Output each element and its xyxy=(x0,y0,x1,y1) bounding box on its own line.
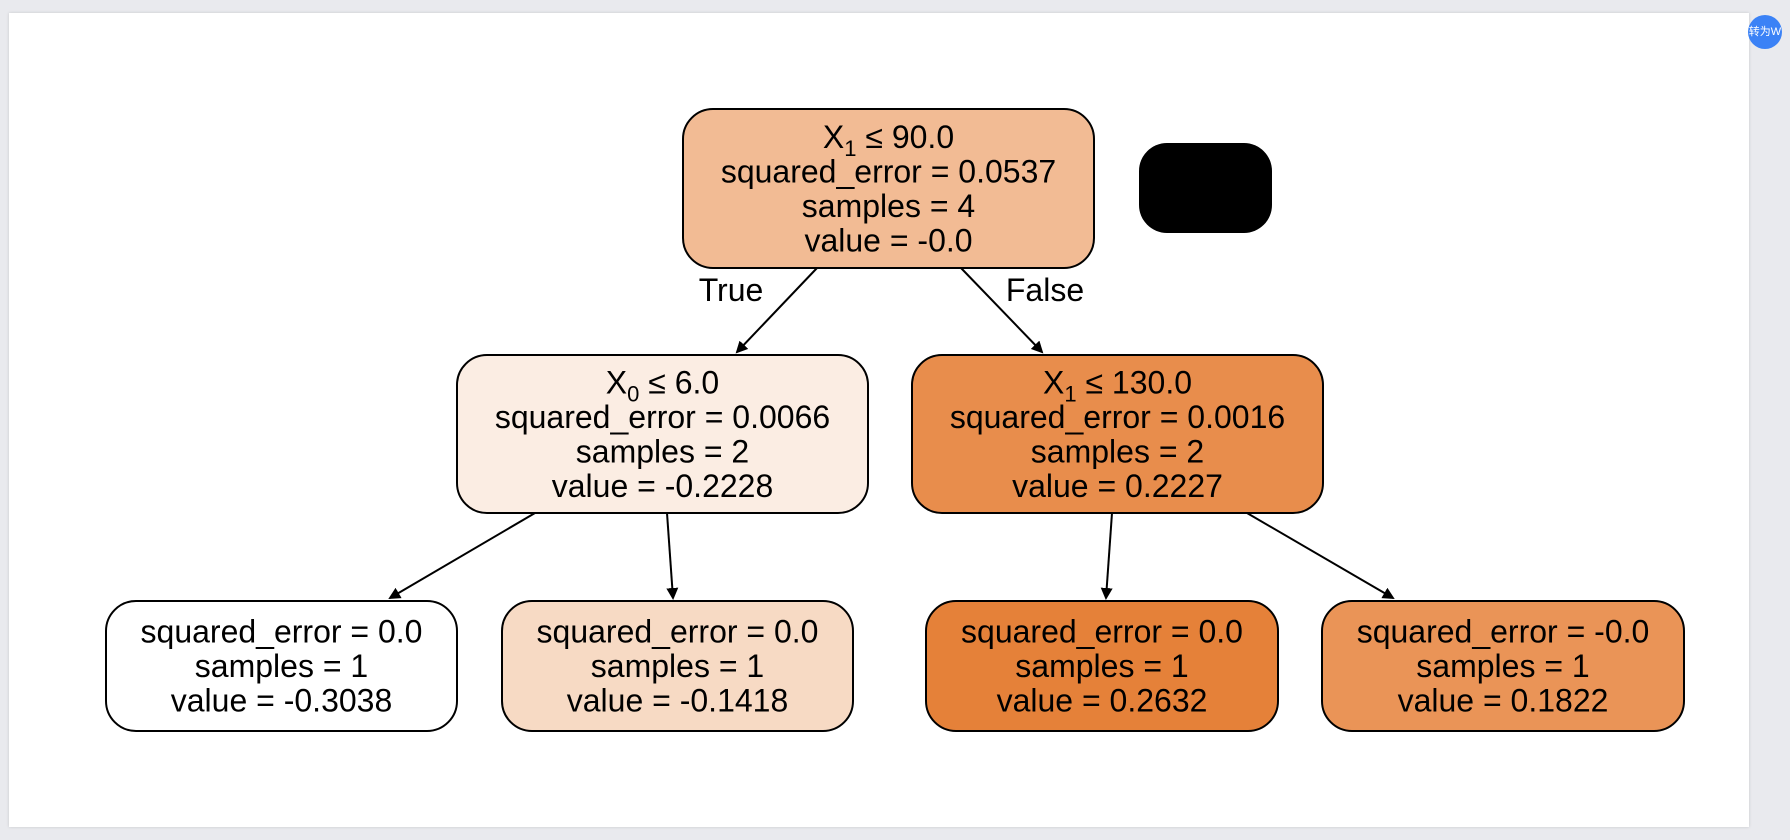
edge-n1-leaf1 xyxy=(388,512,536,600)
node-squared-error: squared_error = 0.0537 xyxy=(721,153,1056,189)
edge-n2-leaf4 xyxy=(1246,512,1395,600)
node-samples: samples = 1 xyxy=(195,648,368,684)
node-samples: samples = 1 xyxy=(1015,648,1188,684)
node-value: value = -0.2228 xyxy=(552,468,774,504)
convert-badge-button[interactable]: 转为W xyxy=(1748,15,1782,49)
node-squared-error: squared_error = 0.0066 xyxy=(495,399,830,435)
node-box xyxy=(682,108,1095,269)
edge-label-true: True xyxy=(699,272,764,308)
node-squared-error: squared_error = 0.0 xyxy=(141,614,423,650)
node-samples: samples = 4 xyxy=(802,188,975,224)
node-value: value = 0.2227 xyxy=(1012,468,1223,504)
split-condition: X0 ≤ 6.0 xyxy=(606,364,719,406)
node-squared-error: squared_error = 0.0 xyxy=(537,614,819,650)
node-samples: samples = 1 xyxy=(591,648,764,684)
node-value: value = -0.3038 xyxy=(171,683,393,719)
split-condition: X1 ≤ 130.0 xyxy=(1043,364,1192,406)
node-box xyxy=(456,354,869,514)
split-condition: X1 ≤ 90.0 xyxy=(823,119,954,161)
node-samples: samples = 2 xyxy=(1031,433,1204,469)
node-samples: samples = 2 xyxy=(576,433,749,469)
node-squared-error: squared_error = 0.0 xyxy=(961,614,1243,650)
edge-root-n1 xyxy=(735,267,818,354)
node-box xyxy=(1321,600,1685,732)
node-box xyxy=(925,600,1279,732)
node-samples: samples = 1 xyxy=(1416,648,1589,684)
redacted-box xyxy=(1139,143,1272,233)
edge-label-false: False xyxy=(1006,272,1084,308)
node-box xyxy=(911,354,1324,514)
edge-n1-leaf2 xyxy=(666,512,679,600)
node-squared-error: squared_error = 0.0016 xyxy=(950,399,1285,435)
node-box xyxy=(501,600,854,732)
node-value: value = -0.0 xyxy=(804,222,972,258)
edge-root-n2 xyxy=(960,267,1044,354)
edge-n2-leaf3 xyxy=(1100,512,1113,600)
node-value: value = 0.2632 xyxy=(997,683,1208,719)
node-value: value = -0.1418 xyxy=(567,683,789,719)
node-value: value = 0.1822 xyxy=(1398,683,1609,719)
node-box xyxy=(105,600,458,732)
node-squared-error: squared_error = -0.0 xyxy=(1357,614,1650,650)
